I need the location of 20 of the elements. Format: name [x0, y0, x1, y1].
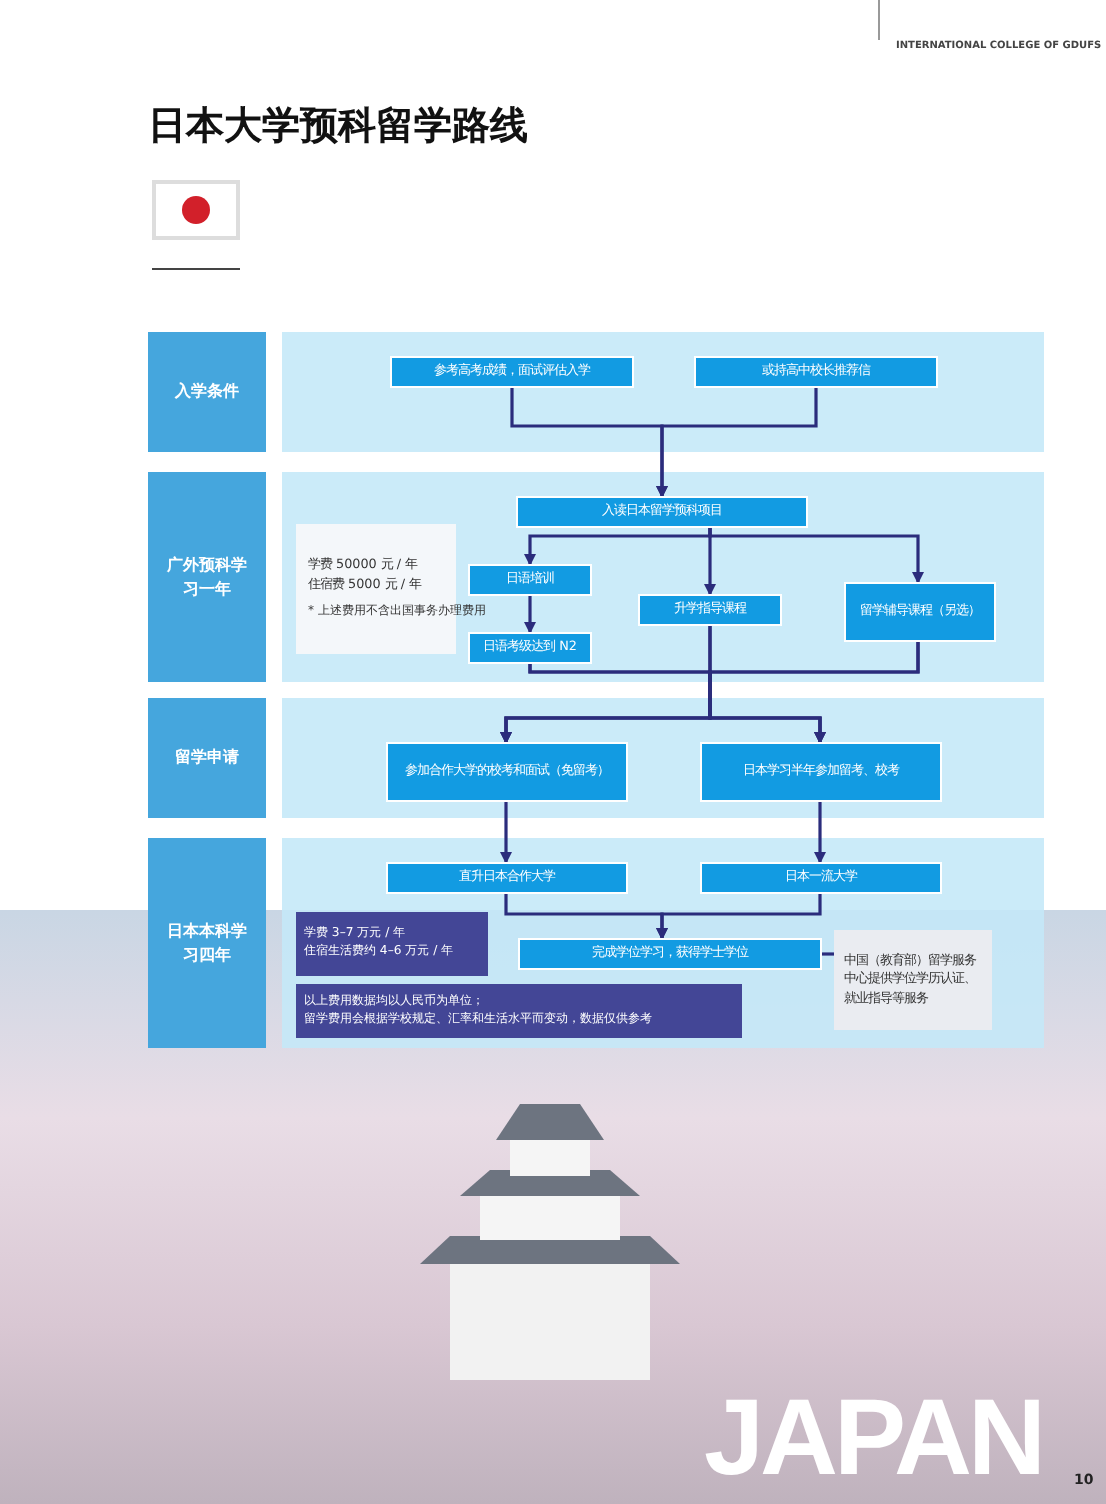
arrow	[708, 528, 924, 584]
arrow	[524, 596, 536, 634]
stage-label: 广外预科学习一年	[148, 472, 266, 682]
arrow	[524, 528, 712, 566]
arrow	[500, 802, 512, 864]
stage-label: 日本本科学习四年	[148, 838, 266, 1048]
arrow	[656, 894, 822, 940]
stage-panel	[282, 332, 1044, 452]
note-box	[296, 984, 742, 1038]
stage-panel	[282, 472, 1044, 682]
arrow	[656, 388, 818, 498]
stage-panel	[282, 838, 1044, 1048]
stage-label: 入学条件	[148, 332, 266, 452]
stage-label: 留学申请	[148, 698, 266, 818]
title: 日本大学预科留学路线	[148, 102, 528, 152]
big-heading: JAPAN	[704, 1380, 1043, 1496]
stage-panel	[282, 698, 1044, 818]
arrow	[708, 642, 920, 744]
arrow	[814, 802, 826, 864]
fee-box	[296, 912, 488, 976]
